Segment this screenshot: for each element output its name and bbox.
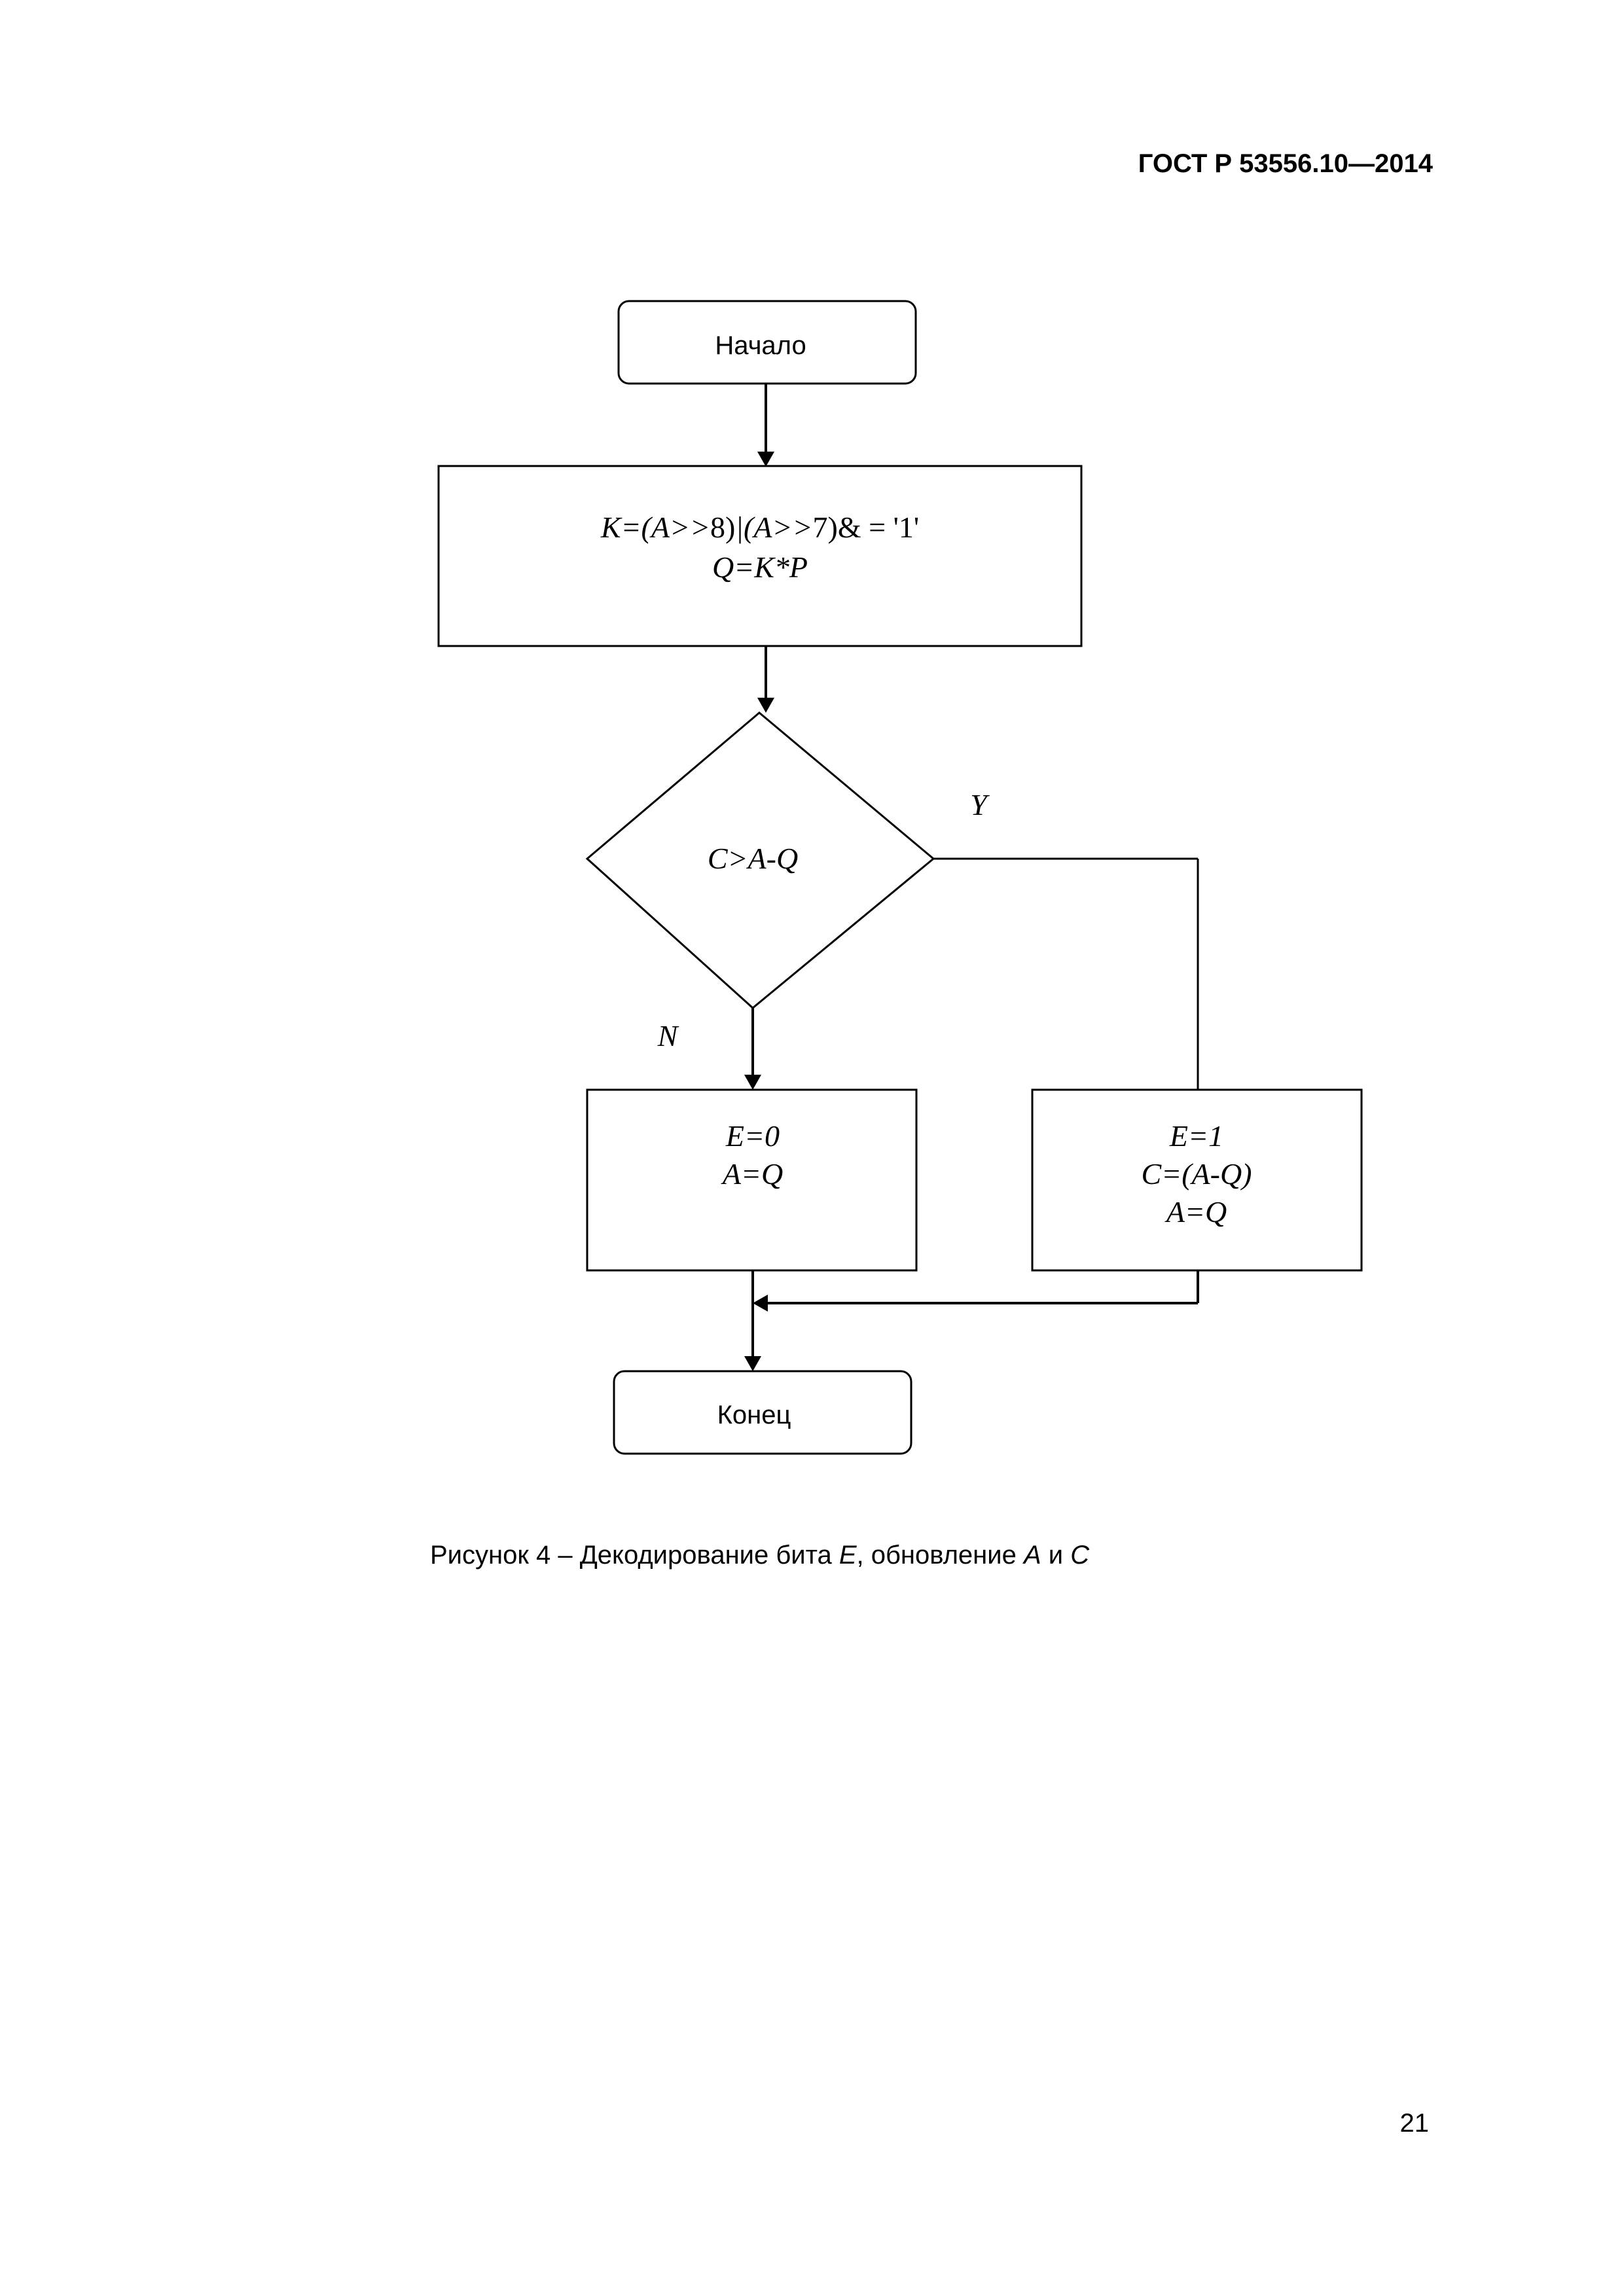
arrow-process-to-decision (757, 646, 774, 713)
caption-var-c: C (1070, 1541, 1090, 1570)
yes-label: Y (970, 788, 990, 821)
caption-var-e: E (839, 1541, 857, 1570)
start-terminal: Начало (617, 300, 917, 385)
decision-condition: C>A-Q (708, 842, 798, 875)
caption-prefix: Рисунок 4 – Декодирование бита (430, 1541, 839, 1570)
no-label: N (657, 1019, 679, 1052)
end-label: Конец (717, 1401, 791, 1429)
document-header: ГОСТ Р 53556.10—2014 (1138, 149, 1433, 178)
end-terminal: Конец (613, 1370, 912, 1455)
process-formula-k: K=(A>>8)|(A>>7)& = '1' (600, 511, 919, 544)
left-formula-e: E=0 (725, 1119, 780, 1153)
arrow-to-end (744, 1270, 761, 1371)
figure-caption: Рисунок 4 – Декодирование бита E, обновл… (430, 1541, 1089, 1570)
right-formula-c: C=(A-Q) (1142, 1157, 1252, 1191)
right-formula-e: E=1 (1169, 1119, 1223, 1153)
process-formula-q: Q=K*P (712, 550, 808, 584)
caption-middle: , обновление (856, 1541, 1024, 1570)
start-label: Начало (715, 331, 806, 360)
left-process-box: E=0 A=Q (586, 1088, 918, 1272)
arrow-start-to-process (757, 384, 774, 467)
page-number: 21 (1399, 2109, 1430, 2138)
yes-branch-line (933, 857, 1199, 1090)
process-box: K=(A>>8)|(A>>7)& = '1' Q=K*P (437, 465, 1083, 647)
no-branch-arrow (744, 1008, 761, 1090)
decision-diamond: C>A-Q (585, 711, 935, 1009)
left-formula-a: A=Q (721, 1157, 783, 1191)
caption-and: и (1041, 1541, 1071, 1570)
right-formula-a: A=Q (1164, 1195, 1227, 1229)
caption-var-a: A (1023, 1541, 1041, 1570)
merge-connector (753, 1270, 1199, 1312)
right-process-box: E=1 C=(A-Q) A=Q (1031, 1088, 1363, 1272)
